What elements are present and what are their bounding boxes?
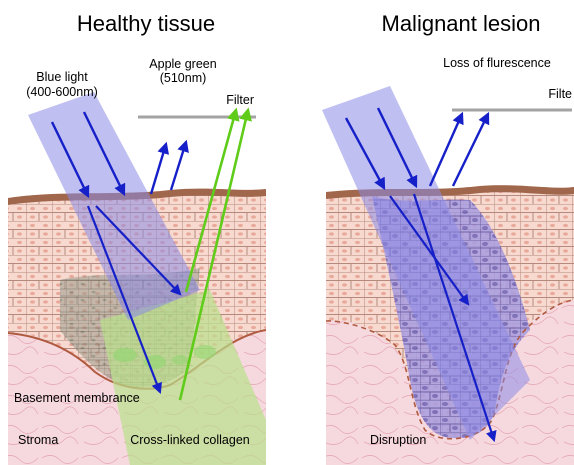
healthy-panel: Healthy tissue Blue light (400-600nm) Ap… [8, 11, 266, 465]
apple-green-label-line2: (510nm) [160, 71, 207, 85]
blue-light-label-line1: Blue light [36, 70, 88, 84]
blue-reflected-arrow-2 [171, 142, 186, 190]
disruption-label: Disruption [370, 433, 426, 447]
blue-light-label-line2: (400-600nm) [26, 85, 98, 99]
healthy-title: Healthy tissue [77, 11, 215, 36]
filter-label-healthy: Filter [226, 93, 254, 107]
malignant-title: Malignant lesion [382, 11, 541, 36]
loss-of-fluorescence-label: Loss of flurescence [443, 56, 551, 70]
filter-label-malignant: Filte [548, 87, 572, 101]
basement-membrane-label: Basement membrance [14, 391, 140, 405]
collagen-label: Cross-linked collagen [130, 433, 250, 447]
apple-green-label-line1: Apple green [149, 57, 216, 71]
stroma-label: Stroma [18, 433, 58, 447]
blue-reflected-arrow-1 [151, 144, 166, 194]
malignant-panel: Malignant lesion Loss of flurescence Fil… [322, 11, 574, 465]
